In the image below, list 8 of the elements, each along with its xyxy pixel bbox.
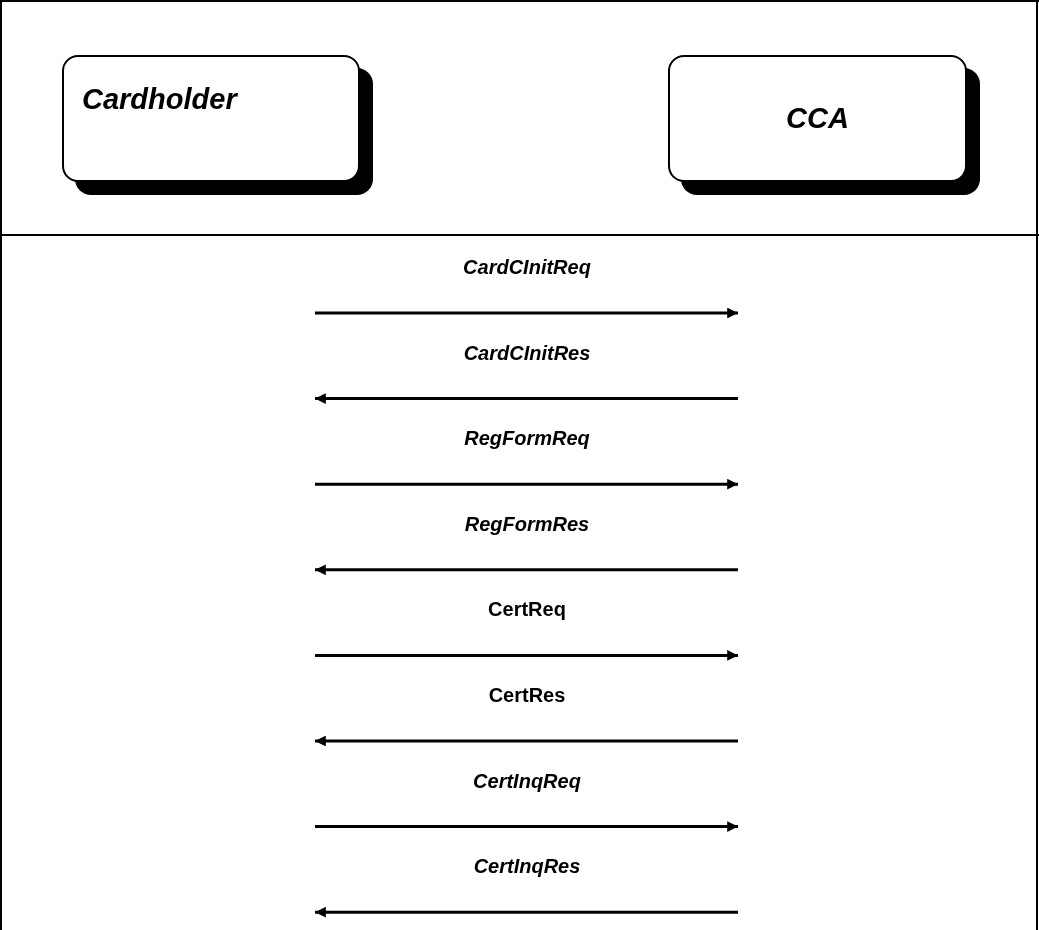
message-label: CardCInitReq — [463, 256, 591, 279]
message-label: CertRes — [488, 684, 566, 707]
message-label: RegFormRes — [464, 512, 590, 536]
message-label: CertReq — [488, 598, 566, 622]
message-label: CertInqReq — [473, 769, 581, 793]
message-label: RegFormReq — [464, 427, 590, 451]
message-label: CertInqRes — [473, 855, 581, 879]
message-label: CardCInitRes — [463, 341, 591, 365]
